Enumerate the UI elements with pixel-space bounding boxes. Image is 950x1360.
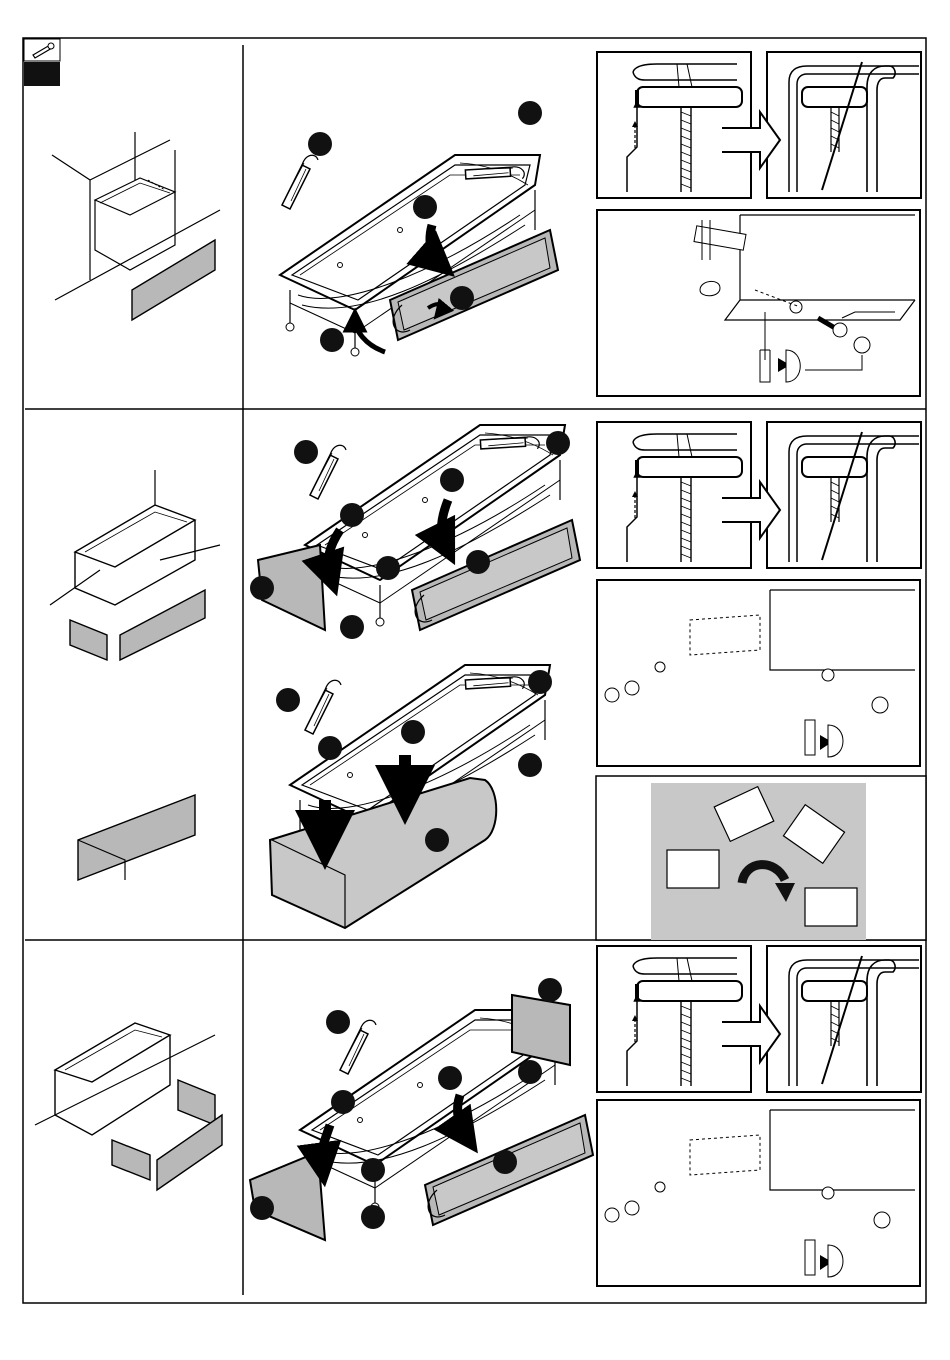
section-2-assembly-b [270, 655, 552, 928]
front-panel [132, 240, 215, 320]
card [667, 850, 719, 888]
step-marker [413, 195, 437, 219]
section-3-assembly [250, 978, 593, 1240]
step-marker [450, 286, 474, 310]
section-2-details [597, 422, 921, 766]
section-1-assembly [280, 101, 558, 356]
step-marker [308, 132, 332, 156]
wrench-icon [24, 39, 60, 61]
section-3-overview [35, 1023, 222, 1190]
step-marker [518, 101, 542, 125]
rotation-card-box [596, 776, 926, 940]
section-2-overview [50, 470, 220, 880]
section-1-details [597, 52, 921, 396]
section-1-overview [52, 132, 220, 320]
step-marker [320, 328, 344, 352]
header-block [24, 62, 60, 86]
card [805, 888, 857, 926]
section-3-details [597, 946, 921, 1286]
section-2-assembly-a [250, 415, 580, 639]
